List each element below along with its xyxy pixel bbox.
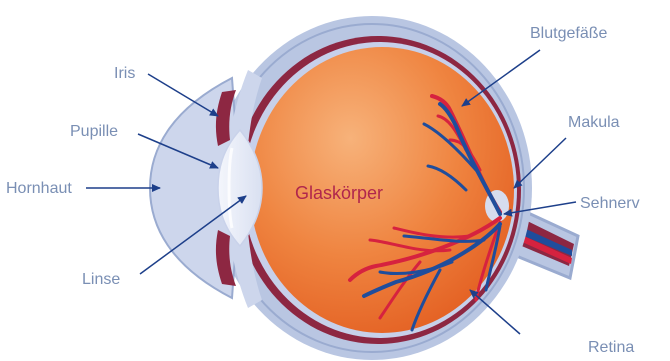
label-hornhaut: Hornhaut [6, 180, 72, 197]
vitreous-label: Glaskörper [295, 183, 383, 203]
label-linse: Linse [82, 271, 120, 288]
label-sehnerv: Sehnerv [580, 195, 640, 212]
label-makula: Makula [568, 114, 620, 131]
label-iris: Iris [114, 65, 135, 82]
label-pupille: Pupille [70, 123, 118, 140]
label-blutgefaesse: Blutgefäße [530, 25, 607, 42]
label-retina: Retina [588, 339, 634, 356]
